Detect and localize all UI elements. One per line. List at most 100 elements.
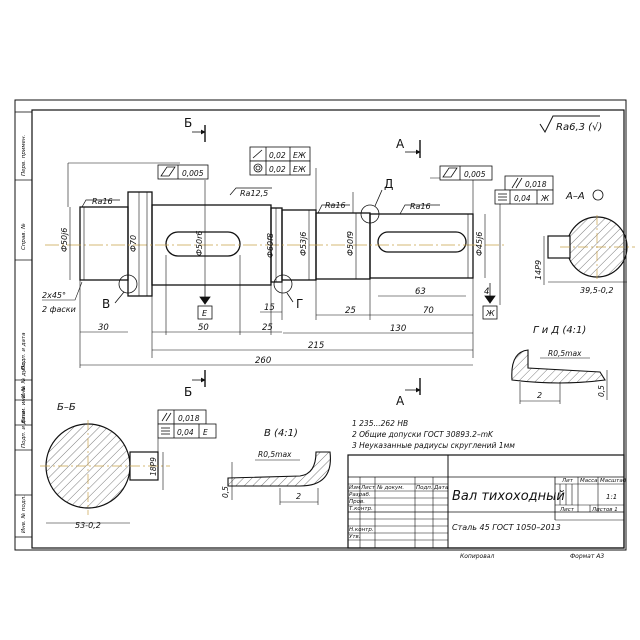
tol-par-1: 0,018 [525, 180, 547, 189]
detail-v-radius: R0,5max [258, 450, 292, 459]
section-aa [543, 189, 635, 285]
dim-25a: 25 [262, 323, 273, 333]
section-bb [40, 409, 217, 524]
dia-5: Ф53j6 [299, 232, 308, 256]
tb-scale: Масштаб [600, 478, 627, 484]
tb-part-name: Вал тихоходный [452, 489, 565, 504]
detail-d-mark: Д [384, 177, 393, 191]
dim-15: 15 [264, 303, 275, 313]
tol-sym-1: 0,04 [514, 194, 531, 203]
dim-50: 50 [198, 323, 209, 333]
tb-nkontr: Н.контр. [349, 527, 374, 533]
strip-podp-data-2: Подп. и дата [21, 410, 27, 448]
tb-data: Дата [433, 485, 449, 491]
detail-g-mark: Г [296, 297, 303, 311]
dim-215: 215 [308, 341, 324, 351]
chamfer-text: 2х45° [42, 291, 66, 300]
dim-260: 260 [255, 356, 271, 366]
detail-v-title: В (4:1) [264, 428, 298, 439]
section-aa-key: 14Р9 [534, 260, 543, 280]
dim-30: 30 [98, 323, 109, 333]
note-2: 2 Общие допуски ГОСТ 30893.2–mK [352, 430, 494, 439]
strip-vzam: Взам. инв. № [21, 385, 27, 423]
title-block [347, 454, 625, 549]
tol-runout-2: 0,005 [464, 170, 486, 179]
detail-gd-width: 2 [537, 391, 542, 400]
section-bb-title: Б–Б [57, 402, 76, 413]
tb-copied: Копировал [460, 553, 494, 560]
tol-symbols-top [160, 149, 523, 201]
ra16-b: Ra16 [325, 201, 346, 210]
ra125: Ra12,5 [240, 189, 268, 198]
detail-circles [114, 189, 383, 304]
shaft-thin-lines [83, 192, 469, 296]
dim-130: 130 [390, 324, 406, 334]
tol-frames-top [157, 146, 554, 205]
tol-base-ezh-1: ЕЖ [293, 151, 307, 160]
tb-material: Сталь 45 ГОСТ 1050–2013 [452, 523, 561, 532]
tol-base-e: Е [203, 428, 208, 437]
detail-v-width: 2 [296, 492, 301, 501]
strip-podp-data-1: Подп. и дата [21, 332, 27, 370]
dim-25b: 25 [345, 306, 356, 316]
diameter-dims [69, 192, 486, 296]
detail-gd-title: Г и Д (4:1) [533, 325, 586, 336]
tol-base-zh: Ж [540, 194, 550, 203]
cut-b-top: Б [184, 116, 192, 130]
tb-sheet: Лист [559, 507, 575, 513]
detail-v [227, 451, 331, 505]
note-3: 3 Неуказанные радиусы скруглений 1мм [352, 441, 515, 450]
tb-razrab: Разраб. [349, 492, 371, 498]
tol-perp-1: 0,02 [269, 151, 286, 160]
section-bb-key: 18Р9 [149, 457, 158, 476]
strip-perv: Перв. примен. [21, 134, 27, 176]
strip-inv-dubl: Инв. № дубл. [21, 360, 27, 398]
tb-lit: Лит [561, 478, 574, 484]
dia-7: Ф45j6 [475, 232, 484, 256]
ra16-c: Ra16 [410, 202, 431, 211]
length-dims [79, 255, 474, 368]
dia-3: Ф50r6 [195, 231, 204, 256]
tol-base-ezh-2: ЕЖ [293, 165, 307, 174]
dia-4: Ф60f8 [266, 233, 275, 258]
detail-gd-height: 0,5 [597, 385, 606, 397]
tb-mass: Масса [580, 478, 598, 484]
section-aa-depth: 39,5-0,2 [580, 286, 613, 295]
tb-prov: Пров. [349, 499, 365, 505]
tol-sym-2: 0,04 [177, 428, 194, 437]
tb-ndoc: № докум. [376, 485, 404, 491]
detail-gd-radius: R0,5max [548, 349, 582, 358]
detail-v-height: 0,5 [221, 486, 230, 498]
cut-a-bottom: А [396, 394, 405, 408]
tb-tkontr: Т.контр. [349, 506, 373, 512]
dim-4: 4 [484, 287, 489, 297]
ra16-a: Ra16 [92, 197, 113, 206]
tb-list: Лист [360, 485, 376, 491]
tb-izm: Изм [349, 485, 360, 491]
general-roughness: Ra6,3 (√) [539, 115, 602, 134]
dia-2: Ф70 [129, 235, 138, 252]
tol-runout-1: 0,005 [182, 169, 204, 178]
section-bb-depth: 53-0,2 [75, 521, 101, 530]
side-strips [14, 111, 33, 538]
note-1: 1 235...262 НВ [352, 419, 408, 428]
roughness-marks [81, 187, 440, 215]
roughness-general-text: Ra6,3 (√) [556, 122, 602, 133]
cut-a-top: А [396, 137, 405, 151]
base-zh-label: Ж [485, 309, 495, 318]
dim-70: 70 [423, 306, 434, 316]
chamfer-leader [42, 281, 83, 301]
section-aa-title: А–А [565, 191, 585, 202]
tb-podp: Подп. [416, 485, 433, 491]
dim-63: 63 [415, 287, 426, 297]
strip-inv-podl: Инв. № подл. [21, 495, 27, 533]
tb-format: Формат А3 [570, 553, 604, 560]
tb-sheets: Листов 1 [591, 507, 618, 513]
tol-par-2: 0,018 [178, 414, 200, 423]
technical-notes: 1 235...262 НВ 2 Общие допуски ГОСТ 3089… [352, 419, 515, 450]
base-e-label: Е [202, 309, 208, 318]
extension-lines-top [67, 162, 501, 305]
base-markers [197, 283, 498, 320]
